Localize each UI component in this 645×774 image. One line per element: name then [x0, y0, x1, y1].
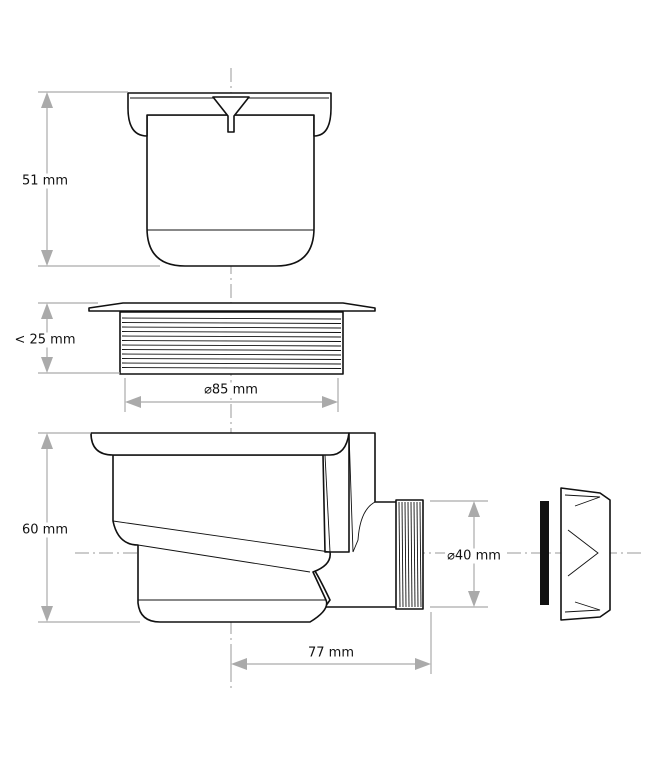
thread-line	[121, 344, 342, 347]
thread-line	[121, 358, 342, 360]
thread-line	[419, 501, 422, 608]
thread-line	[398, 501, 401, 608]
thread-line	[404, 501, 407, 608]
flange-diameter-label: ⌀85 mm	[202, 382, 260, 398]
thread-line	[121, 335, 342, 338]
outlet-length-label: 77 mm	[305, 645, 357, 661]
thread-line	[410, 501, 413, 608]
body-height-label: 60 mm	[19, 522, 71, 538]
outlet-cap	[560, 487, 611, 621]
thread-line	[407, 501, 410, 608]
drain-body	[90, 432, 424, 623]
flange-height-label: < 25 mm	[12, 332, 78, 348]
strainer-basket	[127, 92, 332, 267]
thread-line	[121, 353, 342, 356]
strainer-height-label: 51 mm	[19, 173, 71, 189]
thread-line	[401, 501, 404, 608]
thread-line	[121, 367, 342, 369]
gasket	[540, 501, 549, 605]
thread-line	[413, 501, 416, 608]
outlet-diameter-label: ⌀40 mm	[445, 548, 503, 564]
thread-line	[121, 349, 342, 351]
thread-line	[121, 322, 342, 324]
thread-line	[121, 331, 342, 333]
thread-line	[121, 317, 342, 320]
thread-line	[416, 501, 419, 608]
thread-line	[121, 326, 342, 329]
flange	[88, 302, 376, 375]
thread-line	[121, 362, 342, 365]
thread-line	[121, 340, 342, 342]
